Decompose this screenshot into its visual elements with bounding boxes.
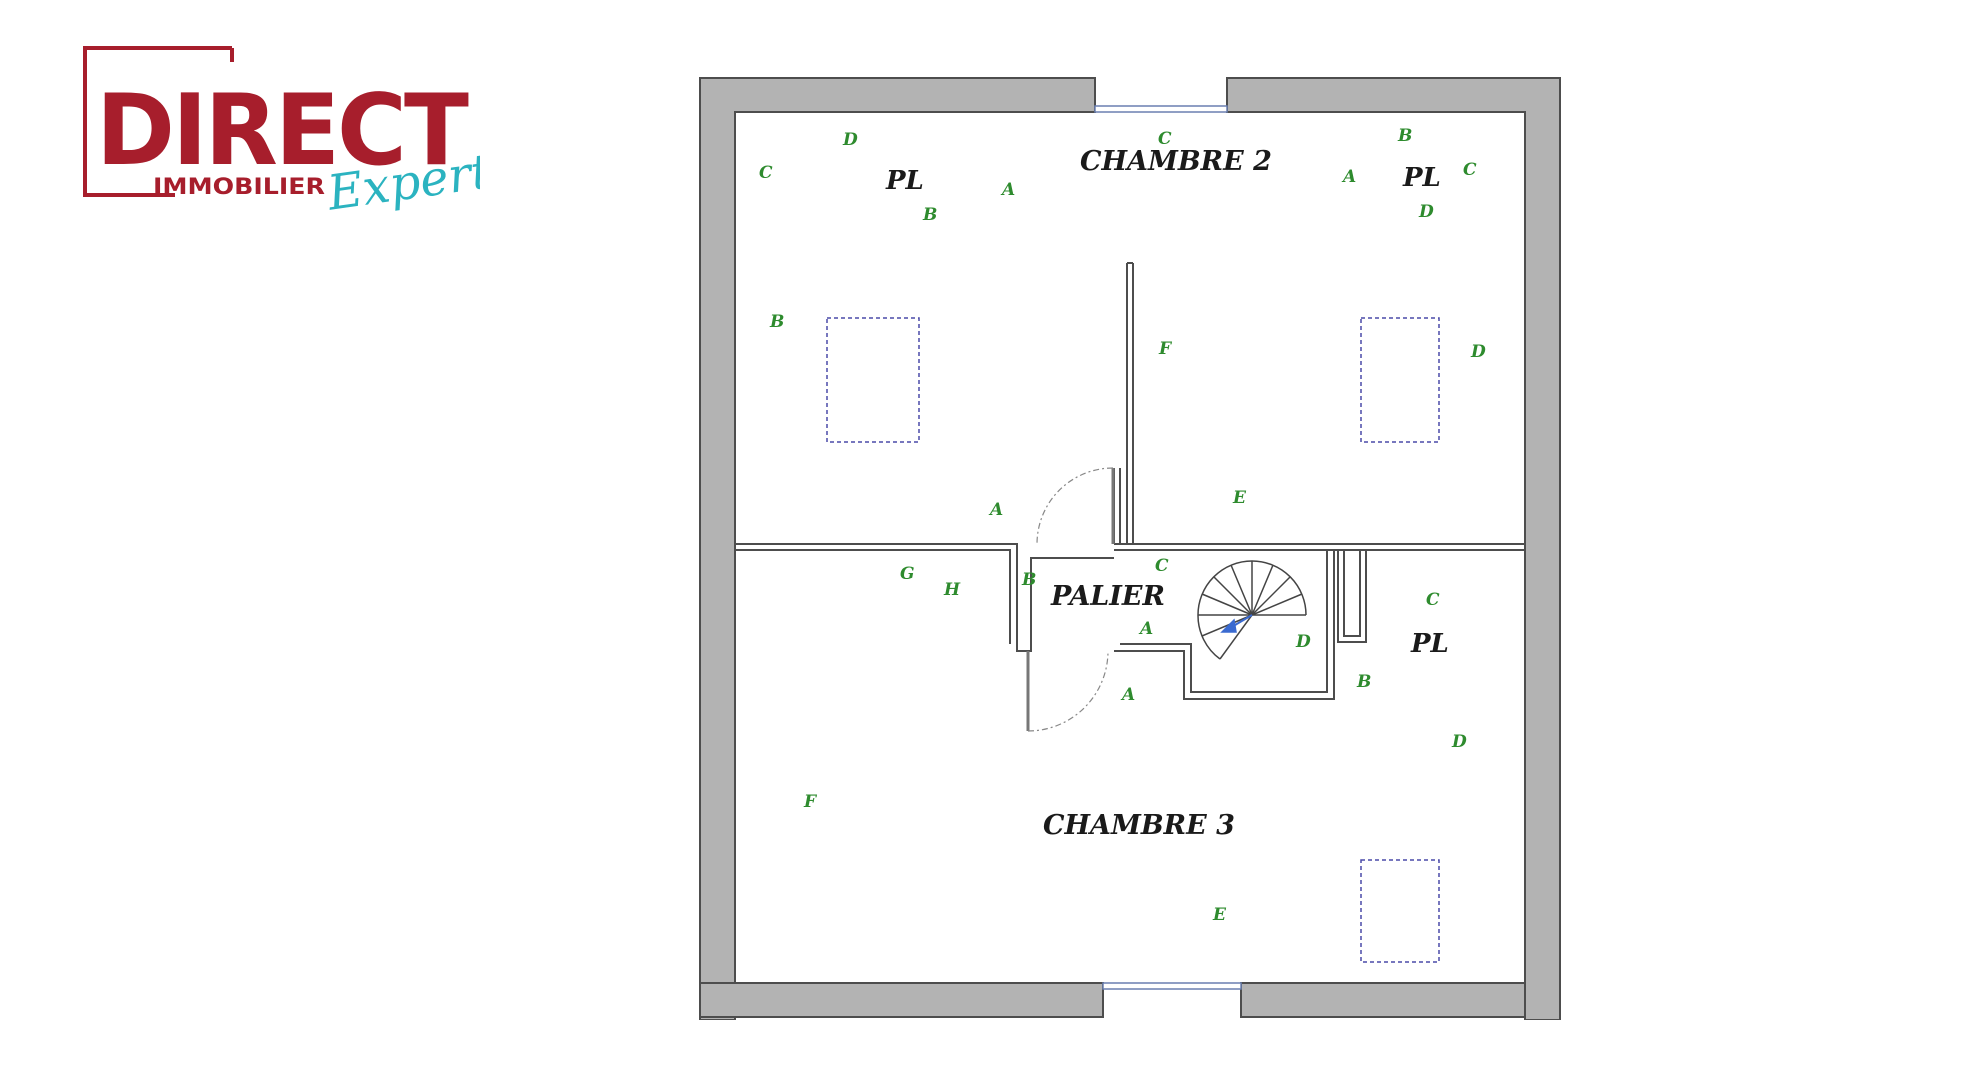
- marker-letter: C: [759, 163, 773, 183]
- doors: [1026, 467, 1115, 732]
- marker-letter: C: [1463, 160, 1477, 180]
- room-label-pl-right: PL: [1410, 629, 1449, 659]
- marker-letter: A: [1120, 685, 1135, 705]
- marker-letter: B: [1356, 672, 1371, 692]
- window-top: [1094, 105, 1228, 113]
- marker-letter: C: [1155, 556, 1169, 576]
- room-label-chambre3: CHAMBRE 3: [1043, 810, 1235, 841]
- window-bottom: [1102, 982, 1242, 990]
- door-chambre3-swing: [1027, 650, 1109, 732]
- logo-main-text: DIRECT: [96, 74, 469, 188]
- marker-letter: A: [1138, 619, 1153, 639]
- skylight-chambre2-left: [826, 317, 920, 443]
- spiral-staircase: [1197, 560, 1307, 660]
- windows: [1094, 105, 1242, 990]
- wall-markers: D C C B C A A B D B F D A E G H B C A C …: [759, 126, 1486, 925]
- room-label-pl-top-right: PL: [1402, 163, 1441, 193]
- direct-immobilier-expert-logo: DIRECT IMMOBILIER Expert: [83, 46, 480, 222]
- marker-letter: C: [1426, 590, 1440, 610]
- interior-walls: [735, 262, 1524, 700]
- marker-letter: B: [769, 312, 784, 332]
- marker-letter: F: [803, 792, 818, 812]
- marker-letter: E: [1232, 488, 1247, 508]
- logo-sub-text: IMMOBILIER: [153, 175, 325, 200]
- marker-letter: D: [1418, 202, 1434, 222]
- skylight-chambre2-right: [1360, 317, 1440, 443]
- door-chambre2-swing: [1036, 467, 1114, 545]
- marker-letter: A: [988, 500, 1003, 520]
- marker-letter: B: [922, 205, 937, 225]
- marker-letter: B: [1397, 126, 1412, 146]
- wall-top-left: [699, 77, 1096, 1020]
- marker-letter: A: [1341, 167, 1356, 187]
- room-label-pl-top-left: PL: [885, 166, 924, 196]
- skylight-chambre3: [1360, 859, 1440, 963]
- room-label-palier: PALIER: [1050, 581, 1165, 612]
- marker-letter: F: [1158, 339, 1173, 359]
- marker-letter: D: [1295, 632, 1311, 652]
- outer-walls: [699, 77, 1561, 1020]
- marker-letter: D: [842, 130, 858, 150]
- marker-letter: C: [1158, 129, 1172, 149]
- logo-frame: [83, 46, 232, 197]
- marker-letter: D: [1470, 342, 1486, 362]
- marker-letter: G: [900, 564, 915, 584]
- marker-letter: B: [1021, 570, 1036, 590]
- marker-letter: E: [1212, 905, 1227, 925]
- floor-plan: CHAMBRE 2 CHAMBRE 3 PALIER PL PL PL D C …: [699, 77, 1561, 1020]
- skylights: [826, 317, 1440, 963]
- marker-letter: H: [943, 580, 961, 600]
- room-label-chambre2: CHAMBRE 2: [1080, 146, 1272, 177]
- marker-letter: A: [1000, 180, 1015, 200]
- wall-bottom-left: [699, 982, 1104, 1018]
- marker-letter: D: [1451, 732, 1467, 752]
- wall-bottom-right: [1240, 982, 1526, 1018]
